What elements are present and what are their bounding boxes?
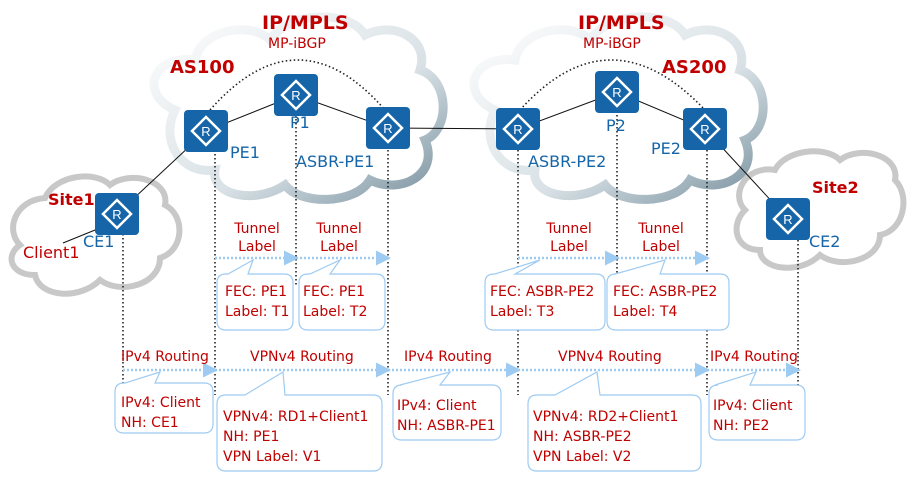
router-p2[interactable]: R [595,71,639,113]
router-label-p2: P2 [606,116,626,135]
routing-callout-shape [392,370,502,441]
routing-callout-shape [216,370,383,472]
routing-title-3: IPv4 Routing [404,349,492,365]
mp-ibgp-arc-as200 [519,59,706,111]
routing-callout-shape [114,371,214,434]
router-label-pe2: PE2 [651,139,681,158]
domain-title-as200: IP/MPLS [578,12,665,34]
routing-title-5: IPv4 Routing [710,349,798,365]
router-pe1[interactable]: R [184,110,228,152]
routing-title-4: VPNv4 Routing [558,349,662,365]
tunnel-callout-shape [606,259,730,331]
domain-subtitle-as100: MP-iBGP [268,36,326,52]
router-icon [496,108,540,150]
router-label-ce1: CE1 [83,232,115,251]
svg-text:R: R [383,121,392,136]
tunnel-callout-shape [216,258,294,331]
svg-text:R: R [201,124,210,139]
tunnel-callout-shape [298,258,386,331]
domain-title-as100: IP/MPLS [262,12,349,34]
router-label-asbr-pe1: ASBR-PE1 [296,152,375,171]
router-label-ce2: CE2 [809,232,841,251]
router-p1[interactable]: R [274,74,318,116]
router-ce2[interactable]: R [766,198,810,240]
router-icon [683,108,727,150]
routing-title-1: IPv4 Routing [121,349,209,365]
svg-text:R: R [513,122,522,137]
svg-text:R: R [612,85,621,100]
link-client1-ce1 [62,227,101,244]
svg-text:R: R [112,207,121,222]
mp-ibgp-arc-as100 [209,59,386,111]
tunnel-callout-shape [484,259,606,331]
site-label-site2: Site2 [812,178,859,197]
routing-title-2: VPNv4 Routing [250,349,354,365]
as-label-as100: AS100 [170,57,235,78]
router-ce1[interactable]: R [95,193,139,235]
routing-callout-shape [527,371,702,472]
router-asbr-pe1[interactable]: R [366,107,410,149]
router-label-asbr-pe2: ASBR-PE2 [528,152,607,171]
router-label-pe1: PE1 [230,143,260,162]
router-icon [274,74,318,116]
routing-callout-shape [708,371,806,441]
site-label-site1: Site1 [48,190,95,209]
router-icon [95,193,139,235]
router-pe2[interactable]: R [683,108,727,150]
router-label-p1: P1 [290,113,310,132]
svg-text:R: R [783,212,792,227]
router-asbr-pe2[interactable]: R [496,108,540,150]
domain-subtitle-as200: MP-iBGP [583,36,641,52]
router-icon [595,71,639,113]
router-icon [184,110,228,152]
client-label: Client1 [23,243,80,262]
router-icon [766,198,810,240]
svg-text:R: R [291,88,300,103]
svg-text:R: R [700,122,709,137]
router-icon [366,107,410,149]
as-label-as200: AS200 [662,57,727,78]
